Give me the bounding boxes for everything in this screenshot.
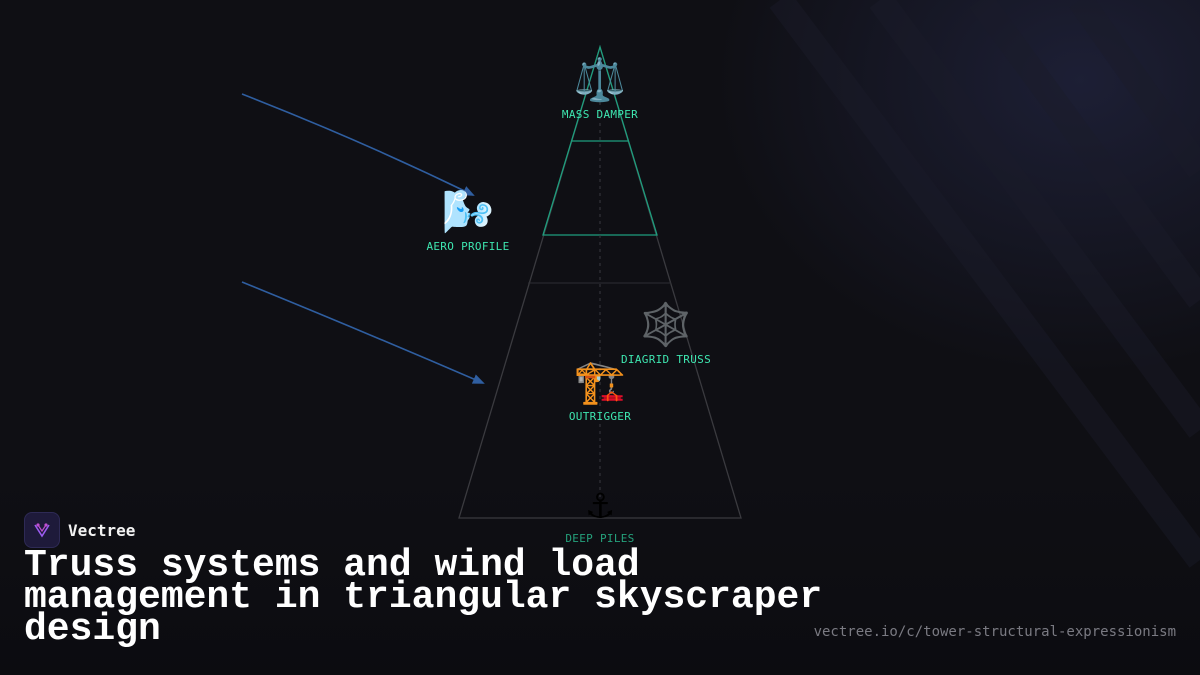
node-label: DIAGRID TRUSS [621,353,711,366]
wind-gust-icon: 🌬️ [441,187,495,236]
balance-scale-icon: ⚖️ [573,55,627,104]
node-deep-piles: ⚓ DEEP PILES [565,479,635,546]
page-title: Truss systems and wind load management i… [24,544,823,651]
node-aero-profile: 🌬️ AERO PROFILE [426,187,510,254]
wind-arrow-lower [241,281,485,384]
page-url[interactable]: vectree.io/c/tower-structural-expression… [813,624,1176,640]
spider-web-icon: 🕸️ [639,300,693,349]
node-mass-damper: ⚖️ MASS DAMPER [561,55,639,122]
anchor-icon: ⚓ [587,479,613,528]
node-outrigger: 🏗️ OUTRIGGER [568,357,632,424]
brand: Vectree [24,512,135,548]
node-label: DEEP PILES [565,532,635,545]
node-label: OUTRIGGER [568,410,632,423]
brand-name: Vectree [68,520,136,540]
node-diagrid-truss: 🕸️ DIAGRID TRUSS [621,300,711,367]
vectree-logo-icon [24,512,60,548]
construction-crane-icon: 🏗️ [573,357,627,406]
wind-arrow-upper [241,93,475,196]
node-label: AERO PROFILE [426,240,510,253]
node-label: MASS DAMPER [561,108,639,121]
